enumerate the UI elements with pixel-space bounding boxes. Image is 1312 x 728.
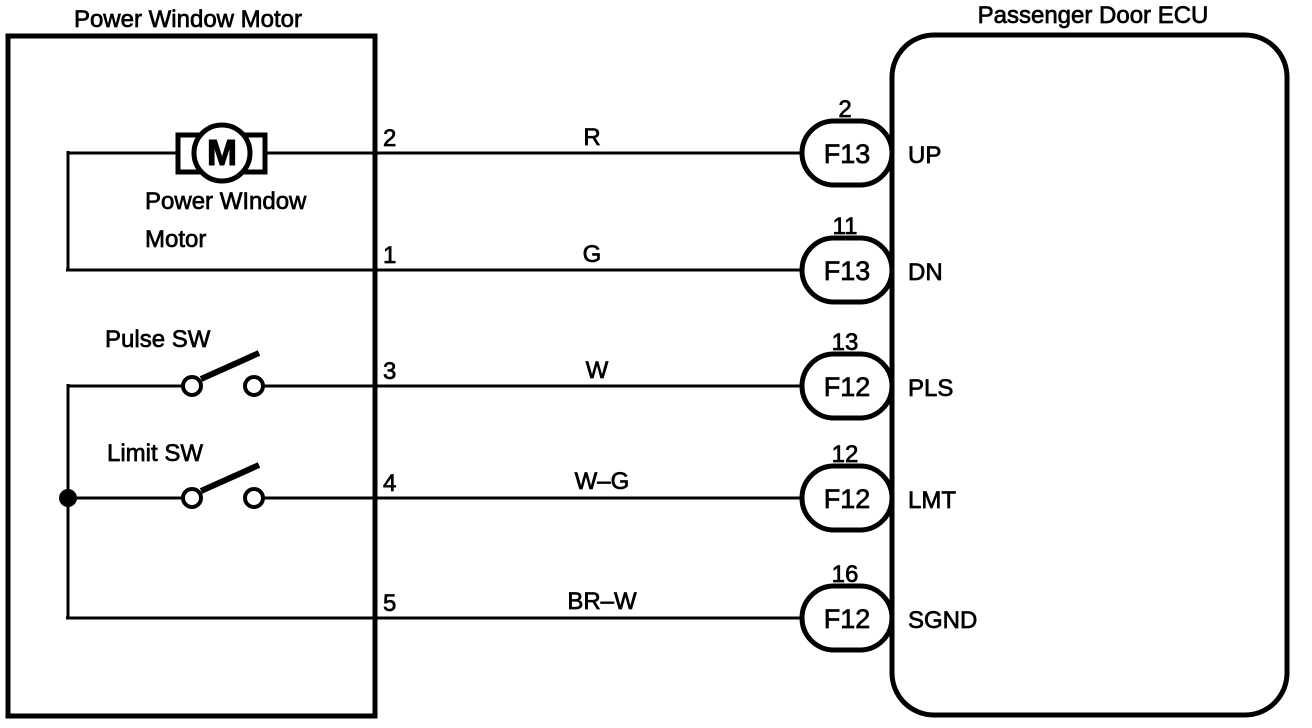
wire-color-dn: G bbox=[583, 241, 602, 268]
limit-switch-blade bbox=[199, 462, 261, 494]
pin-oval-up bbox=[799, 118, 895, 188]
pin-pls: 13 F12 PLS bbox=[799, 329, 954, 421]
pin-number-dn: 11 bbox=[833, 213, 858, 240]
pin-connector-dn: F13 bbox=[824, 256, 871, 286]
pulse-switch-contact-right bbox=[243, 375, 265, 397]
limit-switch-contact-left bbox=[181, 487, 203, 509]
left-box-title: Power Window Motor bbox=[74, 6, 302, 33]
motor-letter: M bbox=[207, 132, 237, 173]
motor-label-line2: Motor bbox=[145, 226, 206, 253]
pin-oval-lmt bbox=[799, 463, 895, 533]
pin-oval-dn bbox=[799, 235, 895, 305]
wire-color-sgnd: BR–W bbox=[567, 588, 637, 615]
pin-number-sgnd: 16 bbox=[832, 561, 859, 588]
pulse-switch-contact-left bbox=[181, 375, 203, 397]
pin-number-lmt: 12 bbox=[832, 441, 859, 468]
ecu-box-title: Passenger Door ECU bbox=[978, 2, 1209, 29]
terminal-number-sgnd: 5 bbox=[383, 590, 396, 617]
pin-oval-sgnd bbox=[799, 583, 895, 653]
pin-signal-up: UP bbox=[908, 142, 941, 169]
wire-color-pls: W bbox=[586, 357, 609, 384]
pin-dn: 11 F13 DN bbox=[799, 213, 943, 305]
wire-junction-dot bbox=[59, 489, 77, 507]
pin-connector-pls: F12 bbox=[824, 372, 871, 402]
pin-sgnd: 16 F12 SGND bbox=[799, 561, 978, 653]
motor-symbol: M bbox=[175, 122, 268, 184]
pin-up: 2 F13 UP bbox=[799, 96, 942, 188]
limit-switch-label: Limit SW bbox=[107, 440, 203, 467]
wire-color-lmt: W–G bbox=[575, 468, 630, 495]
pin-lmt: 12 F12 LMT bbox=[799, 441, 957, 533]
pin-connector-sgnd: F12 bbox=[824, 604, 871, 634]
pin-signal-pls: PLS bbox=[908, 375, 953, 402]
pin-connector-up: F13 bbox=[824, 139, 871, 169]
wire-color-up: R bbox=[583, 124, 600, 151]
pulse-switch-label: Pulse SW bbox=[105, 326, 211, 353]
pin-number-pls: 13 bbox=[832, 329, 859, 356]
limit-switch-contact-right bbox=[243, 487, 265, 509]
terminal-number-lmt: 4 bbox=[383, 470, 396, 497]
limit-switch-icon bbox=[181, 462, 265, 509]
terminal-number-dn: 1 bbox=[383, 242, 396, 269]
pin-number-up: 2 bbox=[838, 96, 851, 123]
pin-oval-pls bbox=[799, 351, 895, 421]
terminal-number-up: 2 bbox=[383, 125, 396, 152]
pin-signal-sgnd: SGND bbox=[908, 607, 977, 634]
pin-signal-dn: DN bbox=[908, 259, 943, 286]
motor-circle-icon bbox=[191, 122, 253, 184]
pulse-switch-blade bbox=[199, 350, 261, 382]
motor-label-line1: Power WIndow bbox=[145, 188, 307, 215]
pin-signal-lmt: LMT bbox=[908, 487, 956, 514]
pin-connector-lmt: F12 bbox=[824, 484, 871, 514]
pulse-switch-icon bbox=[181, 350, 265, 397]
terminal-number-pls: 3 bbox=[383, 358, 396, 385]
